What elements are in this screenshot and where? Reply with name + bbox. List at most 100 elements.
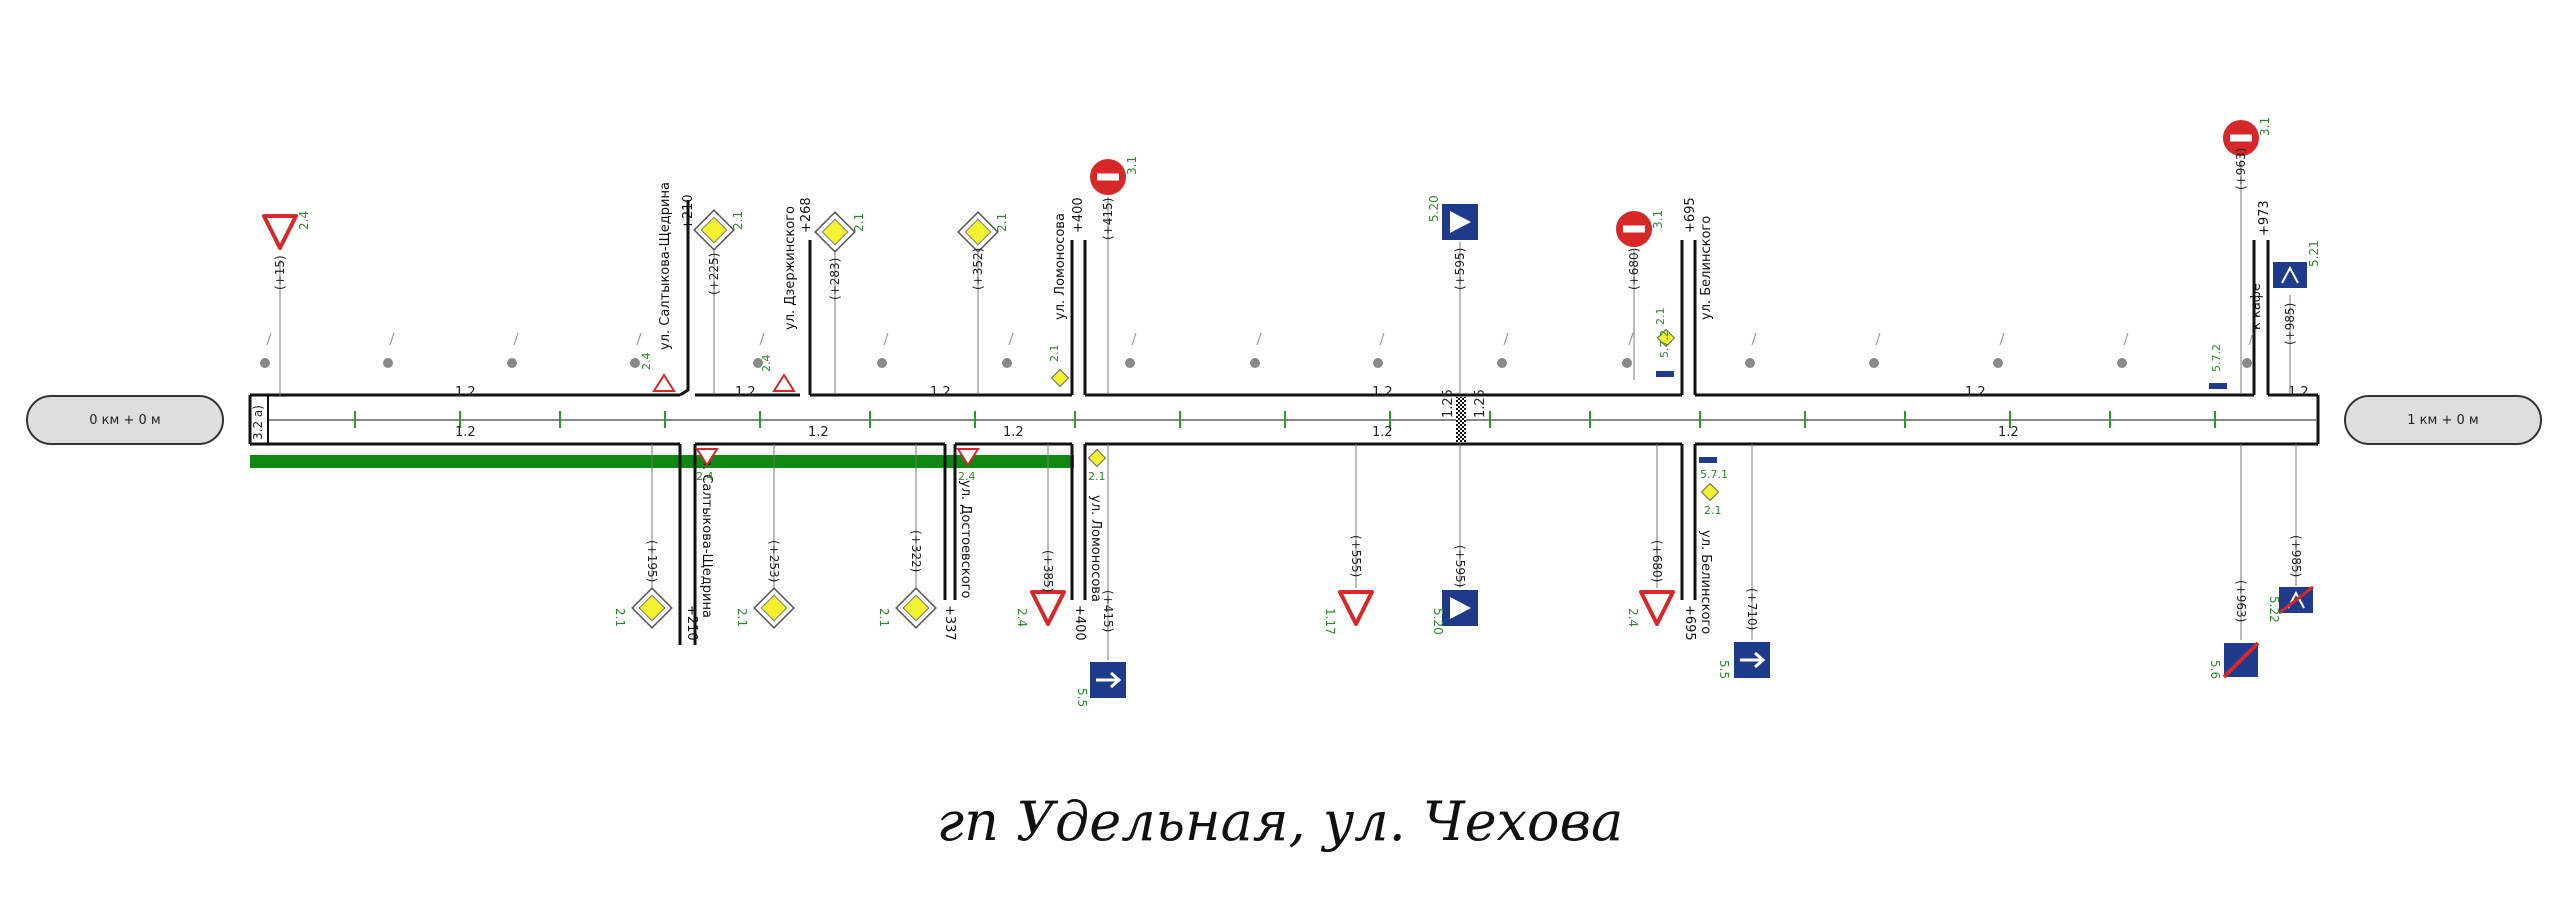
- yield-triangle-icon: [1338, 590, 1374, 626]
- lamp-post: [1497, 332, 1509, 368]
- bottom-sign-group: 5.5 (+710): [1717, 444, 1770, 679]
- priority-road-icon: [1050, 368, 1070, 388]
- sign-code: 5.6: [2208, 660, 2222, 679]
- lamp-post: [753, 332, 765, 368]
- yield-triangle-icon: [652, 373, 676, 392]
- small-sign: 5.7.2: [2209, 344, 2227, 389]
- lamp-post: [1002, 332, 1014, 368]
- sign-code: 2.1: [735, 608, 749, 627]
- sign-code: 1.17: [1323, 608, 1337, 635]
- priority-sign: [814, 211, 856, 253]
- yield-triangle-icon: [1030, 590, 1066, 626]
- sign-position: (+680): [1650, 540, 1664, 582]
- bottom-lane-label: 1.2: [1003, 425, 1024, 440]
- sign-position: (+352): [971, 248, 985, 290]
- street-lamps: [260, 332, 2254, 368]
- yield-sign: [1639, 590, 1675, 626]
- yield-triangle-icon: [262, 214, 298, 250]
- sign-code: 5.7.2: [1658, 330, 1671, 358]
- signs-top: 2.4(+15)2.1(+225)2.1(+283)2.1(+352)3.1(+…: [262, 117, 2321, 396]
- sign-code: 2.1: [1654, 308, 1667, 326]
- small-sign: 2.4: [640, 353, 676, 392]
- sign-code: 3.1: [1651, 210, 1665, 229]
- sign-code: 3.1: [1125, 156, 1139, 175]
- sign-code: 2.1: [852, 213, 866, 232]
- sign-position: (+680): [1627, 248, 1641, 290]
- sign-code: 2.1: [995, 213, 1009, 232]
- crosswalk-sign: [1442, 204, 1478, 240]
- yield-triangle-icon: [695, 448, 719, 467]
- street-names-bottom: ул. Салтыкова-Щедрина +210 ул. Достоевск…: [684, 450, 1713, 641]
- sign-code: 2.1: [1048, 345, 1061, 363]
- yield-sign: [262, 214, 298, 250]
- top-lane-label: 1.2: [930, 385, 951, 400]
- street-top-saltykova: [679, 200, 690, 397]
- scheme-title: гп Удельная, ул. Чехова: [936, 790, 1624, 853]
- bottom-lane-label: 1.2: [1998, 425, 2019, 440]
- left-edge-label: 3.2 а): [251, 405, 265, 440]
- street-name: ул. Салтыкова-Щедрина: [658, 182, 673, 350]
- lamp-post: [1869, 332, 1881, 368]
- bottom-lane-label: 1.2: [808, 425, 829, 440]
- street-km: +337: [942, 605, 957, 641]
- sign-position: (+322): [909, 530, 923, 572]
- small-sign: 5.7.1: [1699, 457, 1728, 481]
- bottom-sign-group: 2.4(+680): [1626, 444, 1675, 627]
- sign-code: 2.4: [297, 211, 311, 230]
- bottom-sign-group: 5.6 (+963): [2208, 444, 2260, 679]
- lane-labels: 1.2 1.2 1.2 1.2 1.2 1.2 1.2 1.2 1.2 1.2 …: [251, 385, 2309, 440]
- sidewalk-strip: [250, 455, 1074, 468]
- street-name: ул. Достоевского: [958, 480, 973, 598]
- priority-sign: [693, 209, 735, 251]
- sign-position: (+595): [1453, 248, 1467, 290]
- sign-position: (+415): [1101, 590, 1115, 632]
- small-sign: 5.7.2: [1656, 330, 1674, 377]
- small-sign: 2.1: [1654, 308, 1676, 348]
- small-sign: 2.1: [1700, 482, 1722, 517]
- sign-position: (+195): [645, 540, 659, 582]
- street-name: ул. Дзержинского: [783, 206, 798, 330]
- small-sign: 2.1: [1048, 345, 1070, 388]
- bottom-lane-label: 1.2: [455, 425, 476, 440]
- crosswalk-hatch: [1456, 397, 1466, 442]
- sign-position: (+15): [273, 255, 287, 290]
- sign-position: (+253): [767, 540, 781, 582]
- street-name: ул. Белинского: [1699, 216, 1714, 320]
- yield-triangle-icon: [1639, 590, 1675, 626]
- yield-sign: [1030, 590, 1066, 626]
- sign-position: (+555): [1349, 535, 1363, 577]
- bottom-sign-group: 1.17 (+555): [1323, 444, 1374, 635]
- lane-dashes: [354, 411, 2216, 428]
- sign-code: 2.1: [1088, 470, 1106, 483]
- top-sign-group: 3.1(+415): [1088, 156, 1139, 394]
- top-sign-group: 2.1(+283): [814, 211, 866, 394]
- lamp-post: [1993, 332, 2005, 368]
- sign-position: (+595): [1453, 545, 1467, 587]
- bottom-sign-group: 5.20 (+595): [1431, 444, 1478, 635]
- street-km: +973: [2257, 200, 2272, 236]
- top-sign-group: 3.1(+963): [2221, 117, 2272, 394]
- top-lane-label: 1.2: [1965, 385, 1986, 400]
- yield-triangle-icon: [772, 373, 796, 392]
- priority-road-icon: [1656, 328, 1676, 348]
- start-km-marker: 0 км + 0 м: [26, 395, 224, 445]
- sign-position: (+963): [2234, 580, 2248, 622]
- top-lane-label: 1.2: [1372, 385, 1393, 400]
- sign-code: 5.20: [1427, 195, 1441, 222]
- sign-code: 2.4: [640, 353, 653, 371]
- sign-position: (+985): [2289, 535, 2303, 577]
- street-km: +400: [1072, 605, 1087, 641]
- sign-position: (+710): [1745, 588, 1759, 630]
- top-sign-group: 5.20 (+595): [1427, 195, 1478, 394]
- lamp-post: [260, 332, 272, 368]
- sign-code: 5.20: [1431, 608, 1445, 635]
- sign-code: 5.5: [1717, 660, 1731, 679]
- lane-sign-icon: [2209, 383, 2227, 389]
- lane-sign-icon: [1699, 457, 1717, 463]
- bottom-sign-group: 2.1(+195): [613, 444, 673, 629]
- sign-code: 5.21: [2307, 240, 2321, 267]
- lamp-post: [507, 332, 519, 368]
- sign-code: 5.7.2: [2210, 344, 2223, 372]
- priority-sign: [895, 587, 937, 629]
